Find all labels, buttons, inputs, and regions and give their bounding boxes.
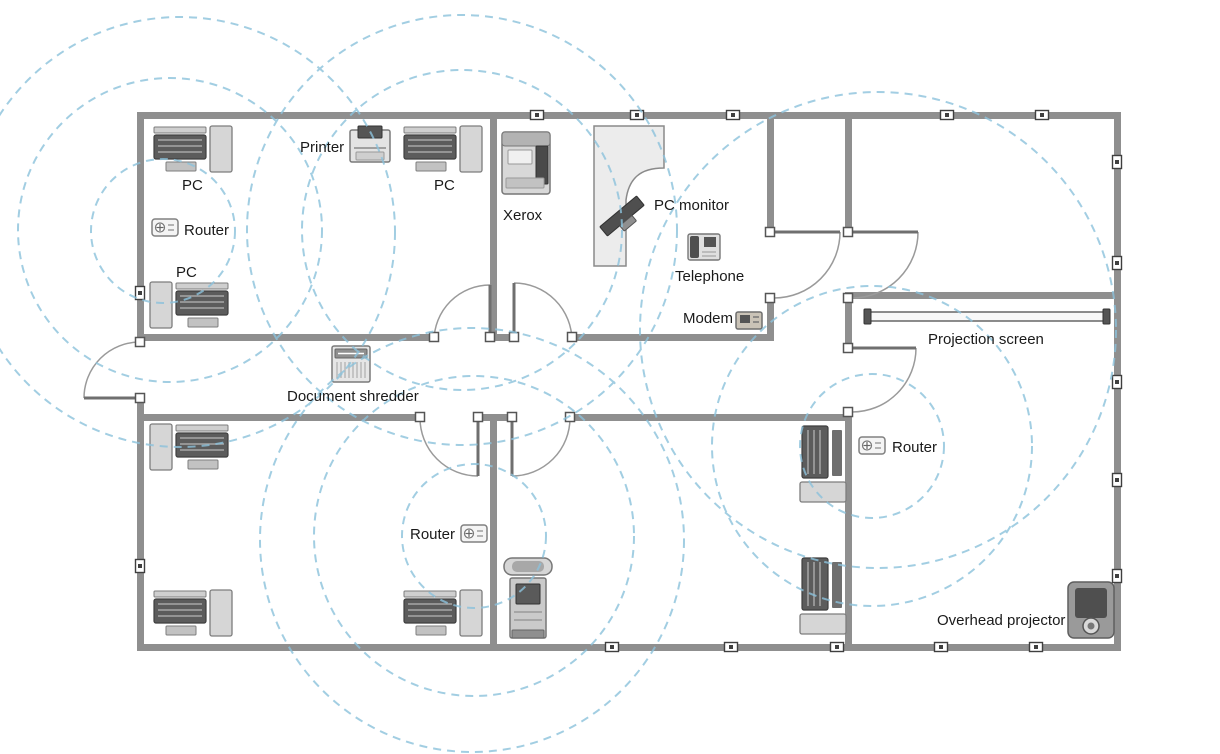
wall-xerox-right-lower [767, 298, 774, 341]
wifi-coverage-circle [711, 285, 1033, 607]
wall-socket-icon [723, 641, 739, 653]
wall-socket-icon [529, 109, 545, 121]
plotter-icon [503, 557, 553, 639]
overhead-projector-icon [1067, 581, 1115, 639]
wifi-coverage-circle [301, 69, 623, 391]
workstation-1-icon [153, 125, 233, 173]
label-projection-screen: Projection screen [928, 331, 1044, 348]
workstation-6-icon [403, 589, 483, 637]
wall-socket-icon [933, 641, 949, 653]
wall-outer-bottom [137, 644, 1121, 651]
wall-socket-icon [1111, 154, 1123, 170]
label-pc-3: PC [176, 264, 197, 281]
wall-corridor-top-b [490, 334, 514, 341]
wall-outer-top [137, 112, 1121, 119]
workstation-5-icon [153, 589, 233, 637]
door-room-bottom-middle [506, 411, 576, 477]
wall-xerox-right-upper [767, 112, 774, 232]
wall-socket-icon [829, 641, 845, 653]
wifi-coverage-circle [17, 77, 323, 383]
wall-topright-left-upper [845, 112, 852, 232]
label-document-shredder: Document shredder [287, 388, 419, 405]
label-xerox: Xerox [503, 207, 543, 224]
wifi-coverage-circle [246, 14, 678, 446]
wall-topright-left-mid [845, 298, 852, 348]
wifi-coverage-circle [639, 91, 1117, 569]
label-modem: Modem [683, 310, 733, 327]
wall-topright-bottom [845, 292, 1121, 299]
wifi-coverage-circle [0, 16, 396, 448]
workstation-8-icon [799, 557, 847, 635]
label-overhead-projector: Overhead projector [937, 612, 1065, 629]
workstation-7-icon [799, 425, 847, 503]
xerox-copier-icon [501, 131, 551, 195]
workstation-2-icon [403, 125, 483, 173]
door-room-top-right [842, 226, 919, 304]
doors [83, 226, 919, 477]
wifi-coverage-circle [90, 158, 236, 304]
wall-corridor-top-c [572, 334, 774, 341]
router-2-icon [460, 524, 488, 543]
label-pc-2: PC [434, 177, 455, 194]
door-room-top-left [428, 284, 496, 343]
wifi-coverage-circle [799, 373, 945, 519]
wall-socket-icon [1111, 374, 1123, 390]
wall-socket-icon [1034, 109, 1050, 121]
wall-outer-left-lower [137, 398, 144, 651]
document-shredder-icon [331, 345, 371, 383]
wifi-coverage-circle [401, 463, 547, 609]
wall-socket-icon [1028, 641, 1044, 653]
wall-socket-icon [604, 641, 620, 653]
projection-screen-icon [863, 308, 1111, 325]
door-room-right [842, 342, 917, 418]
wall-corridor-bottom-a [137, 414, 420, 421]
wall-socket-icon [134, 285, 146, 301]
wall-right-room-left [845, 412, 852, 651]
label-printer: Printer [300, 139, 344, 156]
telephone-icon [687, 233, 721, 261]
wall-corridor-top-a [137, 334, 434, 341]
label-router-2: Router [410, 526, 455, 543]
devices [149, 125, 1115, 639]
wall-corridor-bottom-c [570, 414, 852, 421]
wall-outer-left-upper [137, 112, 144, 342]
label-telephone: Telephone [675, 268, 744, 285]
printer-icon [349, 125, 391, 163]
pc-monitor-icon [599, 195, 645, 237]
door-exterior-left [83, 336, 146, 404]
wall-socket-icon [629, 109, 645, 121]
door-room-top-middle [508, 282, 578, 343]
wall-socket-icon [725, 109, 741, 121]
wall-topleft-right [490, 112, 497, 341]
router-1-icon [151, 218, 179, 237]
label-router-1: Router [184, 222, 229, 239]
label-router-3: Router [892, 439, 937, 456]
wall-sockets [134, 109, 1123, 653]
label-pc-monitor: PC monitor [654, 197, 729, 214]
workstation-3-icon [149, 281, 229, 329]
door-vestibule [764, 226, 841, 304]
router-3-icon [858, 436, 886, 455]
corner-desk-icon [593, 125, 665, 267]
wifi-coverage-group [0, 14, 1117, 753]
wall-bottomleft-right [490, 414, 497, 651]
wifi-coverage-circle [313, 375, 635, 697]
wall-socket-icon [1111, 472, 1123, 488]
wifi-coverage-circle [259, 327, 685, 753]
wall-socket-icon [1111, 255, 1123, 271]
wall-socket-icon [134, 558, 146, 574]
walls [137, 112, 1121, 651]
wall-socket-icon [1111, 568, 1123, 584]
wall-socket-icon [939, 109, 955, 121]
label-pc-1: PC [182, 177, 203, 194]
door-room-bottom-left [414, 411, 484, 477]
modem-icon [735, 311, 763, 330]
